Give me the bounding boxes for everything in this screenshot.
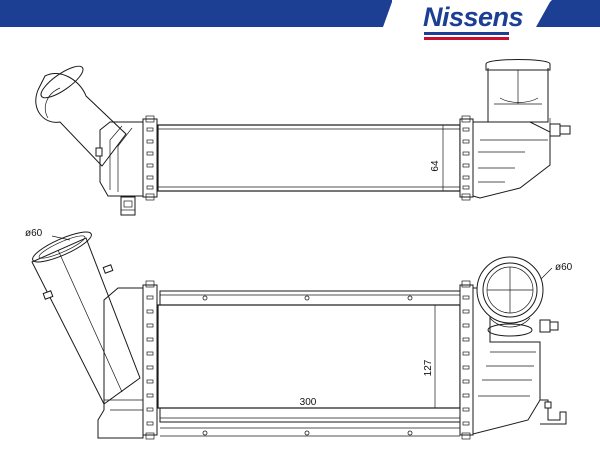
dimension-bottom-length: 300 <box>160 397 460 409</box>
top-right-end-plate <box>459 115 474 201</box>
dimension-left-diameter: ø60 <box>25 228 71 241</box>
logo-stripe-blue <box>424 32 509 35</box>
dimension-bottom-height-label: 127 <box>423 359 434 376</box>
brand-logo-text: Nissens <box>423 2 524 32</box>
top-right-tank <box>472 59 571 199</box>
dimension-top-height-label: 64 <box>430 160 441 172</box>
dimension-right-diameter-label: ø60 <box>555 262 573 273</box>
bottom-left-end-plate <box>142 280 158 440</box>
bottom-bottom-rail <box>159 407 461 423</box>
top-view: 64 <box>35 59 571 216</box>
rail-rivets <box>202 295 413 436</box>
bottom-right-tank <box>472 256 567 435</box>
top-left-end-plate <box>142 115 158 201</box>
left-banner <box>0 0 392 27</box>
dimension-left-diameter-label: ø60 <box>25 228 43 239</box>
right-banner <box>536 0 600 27</box>
brand-logo: Nissens <box>423 2 524 40</box>
dimension-bottom-height: 127 <box>423 304 440 409</box>
bottom-view: ø60 ø60 <box>25 228 573 440</box>
dimension-bottom-length-label: 300 <box>300 397 317 408</box>
bottom-right-end-plate <box>459 280 474 440</box>
bottom-core <box>157 304 461 409</box>
top-left-tank <box>35 65 144 216</box>
logo-stripe-red <box>424 37 509 40</box>
right-outlet-ring <box>482 262 538 318</box>
dimension-top-height: 64 <box>430 124 448 192</box>
bottom-left-tank <box>31 231 144 439</box>
header: Nissens <box>0 0 600 40</box>
top-core <box>157 124 461 192</box>
dimension-right-diameter: ø60 <box>540 262 573 280</box>
